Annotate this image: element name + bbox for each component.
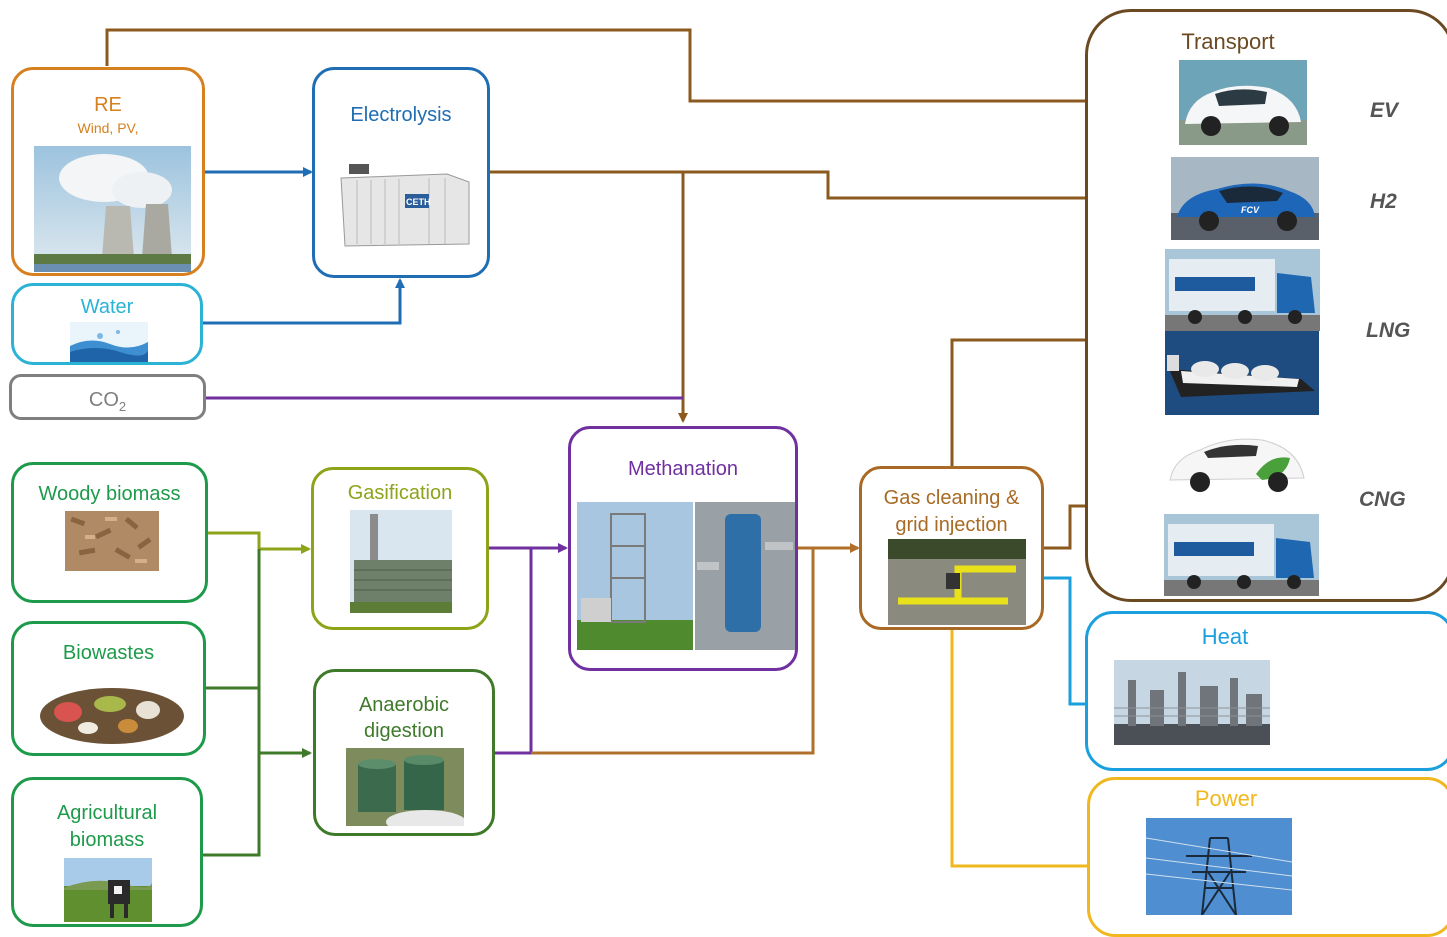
woody-biomass-node: Woody biomass xyxy=(11,462,208,603)
water-title: Water xyxy=(80,296,134,318)
methanation-title: Methanation xyxy=(627,458,739,480)
container-logo: CETH xyxy=(406,197,431,207)
gasification-node: Gasification xyxy=(311,467,489,630)
electrolyser-container-image: CETH xyxy=(337,156,473,250)
transport-title: Transport xyxy=(1181,29,1275,54)
lng-ship-image xyxy=(1165,331,1319,415)
cow-pasture-image xyxy=(64,858,152,922)
digester-tanks-image xyxy=(346,748,464,826)
arrow-woody-to-gasification xyxy=(208,531,311,554)
arrow-anaerobic-to-gascleaning xyxy=(531,548,815,755)
gas-cleaning-title-line1: Gas cleaning & xyxy=(883,487,1020,509)
co2-subscript: 2 xyxy=(118,399,127,414)
electric-car-image xyxy=(1179,60,1307,145)
heat-title: Heat xyxy=(1201,624,1249,649)
truck-image xyxy=(1165,249,1320,331)
power-title: Power xyxy=(1194,786,1258,811)
cng-car-image xyxy=(1166,422,1311,500)
ev-label: EV xyxy=(1370,99,1399,122)
gas-cleaning-title-line2: grid injection xyxy=(895,514,1008,536)
co2-node: CO2 xyxy=(9,374,206,420)
biowastes-node: Biowastes xyxy=(11,621,206,756)
h2-label: H2 xyxy=(1370,190,1397,213)
gasification-plant-image xyxy=(350,510,452,613)
refinery-image xyxy=(1114,660,1270,745)
biowaste-image xyxy=(38,676,186,746)
agricultural-title-line2: biomass xyxy=(69,829,145,851)
co2-main: CO xyxy=(88,389,119,411)
re-node: RE Wind, PV, xyxy=(11,67,205,276)
wood-chips-image xyxy=(65,511,159,571)
electrolysis-node: Electrolysis CETH xyxy=(312,67,490,278)
water-splash-image xyxy=(70,322,148,362)
electrolysis-title: Electrolysis xyxy=(350,104,452,126)
gas-injection-station-image xyxy=(888,539,1026,625)
co2-title: CO2 xyxy=(12,387,203,420)
cng-label: CNG xyxy=(1359,488,1406,511)
methanation-node: Methanation xyxy=(568,426,798,671)
arrow-electrolysis-to-h2 xyxy=(488,170,1170,203)
arrow-agricultural-to-bus xyxy=(203,549,261,857)
anaerobic-title-line1: Anaerobic xyxy=(358,694,450,716)
agricultural-title-line1: Agricultural xyxy=(56,802,158,824)
anaerobic-digestion-node: Anaerobic digestion xyxy=(313,669,495,836)
arrow-re-to-ev xyxy=(105,28,1178,106)
pylon-image xyxy=(1146,818,1292,915)
power-plant-image xyxy=(34,146,191,272)
re-subtitle: Wind, PV, xyxy=(77,120,139,136)
methanation-reactor-image xyxy=(577,502,795,650)
anaerobic-title-line2: digestion xyxy=(363,720,445,742)
truck-image-cng xyxy=(1164,514,1319,596)
fcv-badge: FCV xyxy=(1241,205,1260,215)
gas-cleaning-node: Gas cleaning & grid injection xyxy=(859,466,1044,630)
hydrogen-car-image: FCV xyxy=(1171,157,1319,240)
agricultural-biomass-node: Agricultural biomass xyxy=(11,777,203,927)
woody-biomass-title: Woody biomass xyxy=(38,483,181,505)
lng-label: LNG xyxy=(1366,319,1411,342)
gasification-title: Gasification xyxy=(347,482,453,504)
arrow-water-to-electrolysis xyxy=(203,278,405,325)
water-node: Water xyxy=(11,283,203,365)
re-title: RE xyxy=(94,94,122,116)
arrow-gascleaning-to-power xyxy=(950,630,1145,871)
arrow-anaerobic-to-methanation xyxy=(495,548,533,755)
biowastes-title: Biowastes xyxy=(62,642,155,664)
